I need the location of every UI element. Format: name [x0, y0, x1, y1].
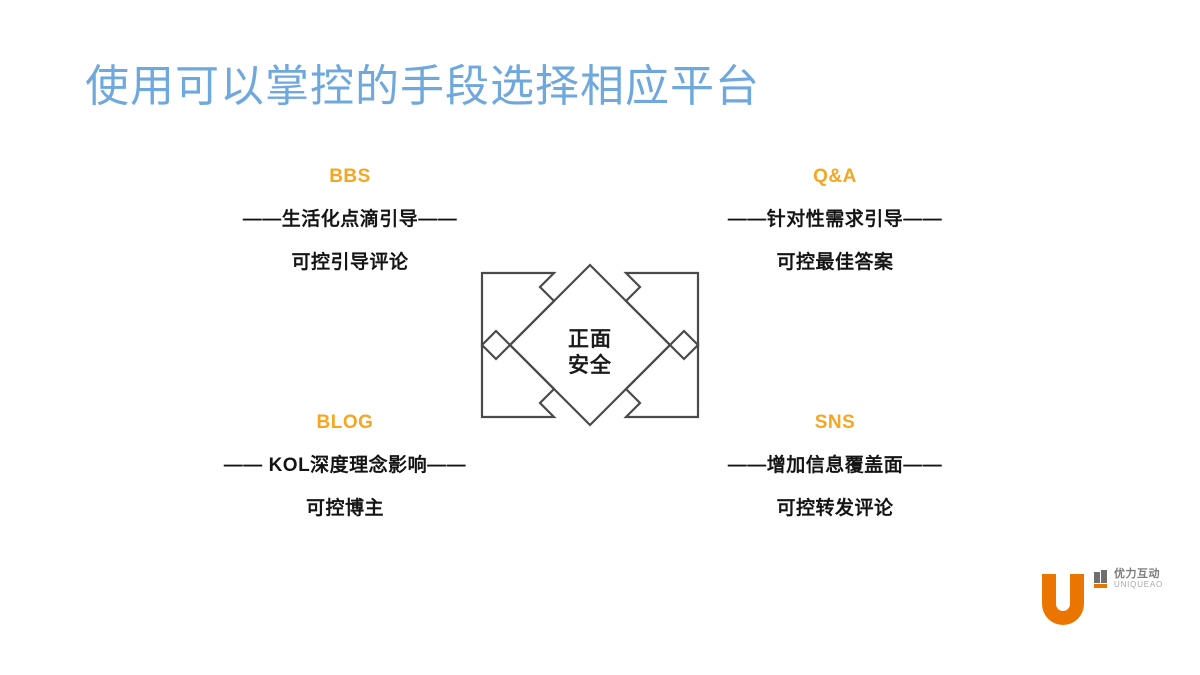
arrow-down-right-icon [623, 342, 700, 419]
quadrant-blog: BLOG —— KOL深度理念影响—— 可控博主 [180, 412, 510, 520]
company-logo: 优力互动 UNIQUEAO [1036, 562, 1176, 634]
quadrant-blog-line1: —— KOL深度理念影响—— [223, 455, 467, 476]
arrow-down-left-icon [480, 342, 557, 419]
arrow-up-right-icon [623, 271, 700, 348]
logo-company-en: UNIQUEAO [1114, 579, 1164, 589]
quadrant-bbs-line2: 可控引导评论 [291, 252, 409, 273]
page-title: 使用可以掌控的手段选择相应平台 [85, 62, 760, 111]
quadrant-sns-heading: SNS [814, 412, 856, 433]
logo-u-icon [1042, 574, 1084, 625]
quadrant-qa-line2: 可控最佳答案 [776, 252, 894, 273]
quadrant-blog-heading: BLOG [316, 412, 374, 433]
arrow-up-left-icon [480, 271, 557, 348]
logo-wordmark: 优力互动 UNIQUEAO [1114, 568, 1164, 589]
quadrant-sns: SNS ——增加信息覆盖面—— 可控转发评论 [670, 412, 1000, 520]
quadrant-bbs: BBS ——生活化点滴引导—— 可控引导评论 [185, 166, 515, 274]
logo-badge-icon [1094, 570, 1107, 588]
quadrant-qa-heading: Q&A [813, 166, 857, 187]
center-diagram: 正面 安全 [470, 243, 710, 463]
quadrant-bbs-heading: BBS [329, 166, 371, 187]
logo-company-cn: 优力互动 [1114, 568, 1160, 580]
diamond-shape [508, 263, 672, 427]
quadrant-qa-line1: ——针对性需求引导—— [727, 209, 943, 230]
quadrant-sns-line1: ——增加信息覆盖面—— [727, 455, 943, 476]
quadrant-bbs-line1: ——生活化点滴引导—— [242, 209, 458, 230]
quadrant-qa: Q&A ——针对性需求引导—— 可控最佳答案 [670, 166, 1000, 274]
quadrant-sns-line2: 可控转发评论 [776, 498, 894, 519]
quadrant-blog-line2: 可控博主 [305, 498, 384, 519]
